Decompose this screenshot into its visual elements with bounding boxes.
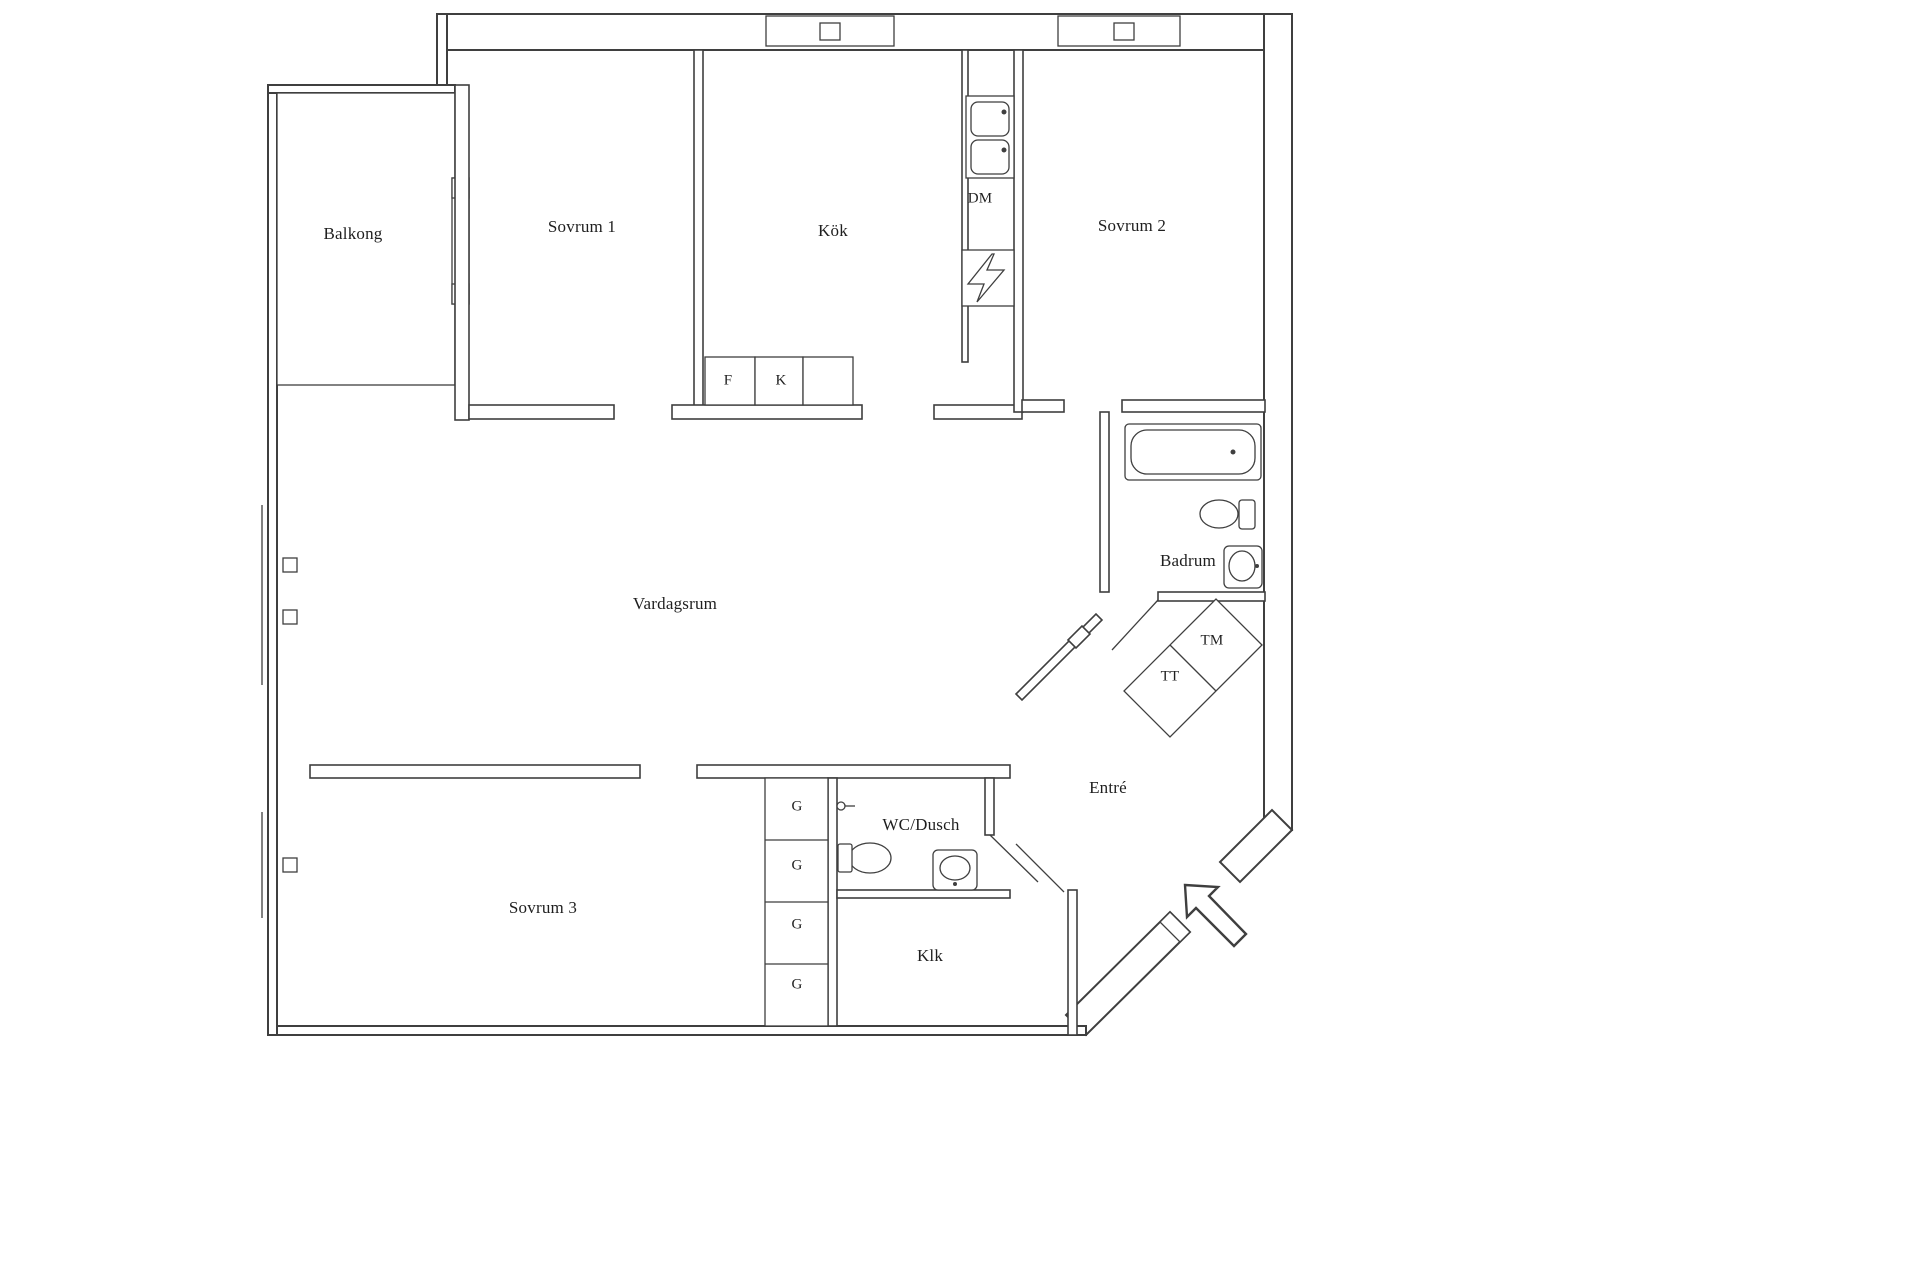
top-wall-window-icon — [765, 15, 1181, 47]
fixture-label-tm: TM — [1200, 632, 1224, 649]
wardrobe-column — [764, 777, 829, 1027]
room-label-kok: Kök — [818, 221, 848, 240]
interior-walls — [309, 49, 1266, 1036]
bathroom-toilet-icon — [1199, 499, 1256, 530]
fixture-label-tt: TT — [1160, 668, 1180, 685]
left-wall-window-icon — [261, 505, 298, 918]
room-label-entre: Entré — [1089, 778, 1127, 797]
fixture-label-g2: G — [791, 857, 803, 874]
entrance-arrow-icon — [1183, 883, 1248, 948]
entrance-threshold — [1159, 911, 1191, 943]
stove-icon — [961, 249, 1015, 307]
fixture-label-g1: G — [791, 798, 803, 815]
room-label-sovrum2: Sovrum 2 — [1097, 216, 1167, 235]
shower-mixer-icon — [836, 801, 855, 811]
fixture-label-g4: G — [791, 976, 803, 993]
fixture-label-k: K — [775, 372, 787, 389]
room-label-sovrum3: Sovrum 3 — [508, 898, 578, 917]
fixture-label-f: F — [723, 372, 733, 389]
room-label-badrum: Badrum — [1160, 551, 1216, 570]
fridge-box — [704, 356, 756, 406]
cabinet-box — [802, 356, 854, 406]
bathroom-washbasin-icon — [1223, 545, 1263, 589]
wc-toilet-icon — [837, 842, 892, 874]
room-label-klk: Klk — [916, 946, 944, 965]
fixture-label-g3: G — [791, 916, 803, 933]
door-leaf-lines — [989, 599, 1159, 893]
room-label-vardagsrum: Vardagsrum — [632, 594, 718, 613]
freezer-box — [754, 356, 804, 406]
bathtub-icon — [1124, 423, 1262, 481]
wc-washbasin-icon — [932, 849, 978, 891]
room-label-wc-dusch: WC/Dusch — [882, 815, 960, 834]
kitchen-sink-icon — [965, 95, 1015, 179]
washer-dryer-unit — [1123, 598, 1263, 738]
room-label-balkong: Balkong — [323, 224, 383, 243]
room-label-sovrum1: Sovrum 1 — [547, 217, 617, 236]
balcony-outline — [276, 92, 456, 386]
fixture-label-dm: DM — [967, 190, 993, 207]
